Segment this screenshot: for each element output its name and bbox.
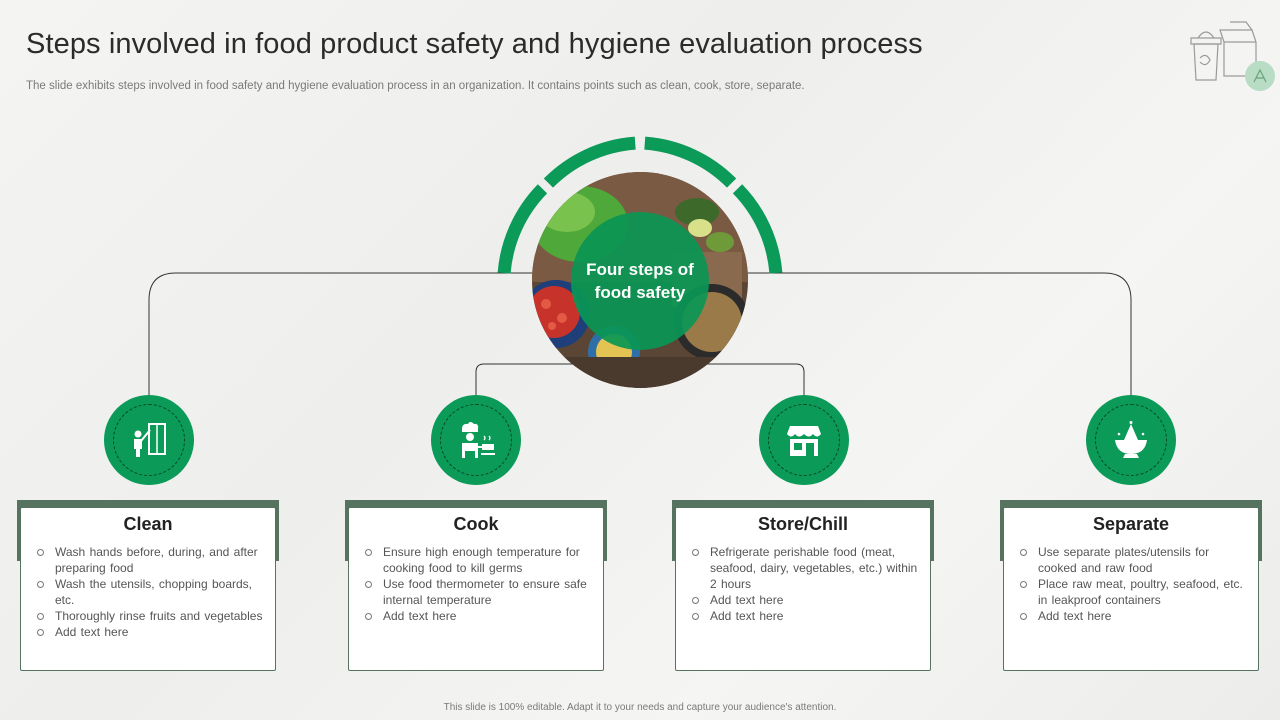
step-title: Cook: [453, 514, 499, 534]
page-subtitle: The slide exhibits steps involved in foo…: [26, 80, 805, 92]
cleaning-person-icon: [134, 423, 166, 457]
step-points: Use separate plates/utensils for cooked …: [1004, 544, 1258, 624]
step-icon-clean: [104, 395, 194, 485]
step-icon-separate: [1086, 395, 1176, 485]
step-icon-store: [759, 395, 849, 485]
step-card-cook: Cook Ensure high enough temperature for …: [348, 507, 604, 671]
food-containers-icon: [1190, 21, 1275, 91]
list-item: Thoroughly rinse fruits and vegetables: [35, 608, 265, 624]
list-item: Add text here: [1018, 608, 1248, 624]
step-points: Ensure high enough temperature for cooki…: [349, 544, 603, 624]
step-title: Clean: [123, 514, 173, 534]
list-item: Add text here: [35, 624, 265, 640]
list-item: Use food thermometer to ensure safe inte…: [363, 576, 593, 608]
list-item: Place raw meat, poultry, seafood, etc. i…: [1018, 576, 1248, 608]
juicer-bowl-icon: [1115, 421, 1147, 458]
step-card-store: Store/Chill Refrigerate perishable food …: [675, 507, 931, 671]
footer-note: This slide is 100% editable. Adapt it to…: [443, 702, 837, 713]
step-card-separate: Separate Use separate plates/utensils fo…: [1003, 507, 1259, 671]
page-title: Steps involved in food product safety an…: [26, 28, 923, 60]
step-title: Separate: [1092, 514, 1170, 534]
list-item: Add text here: [363, 608, 593, 624]
list-item: Refrigerate perishable food (meat, seafo…: [690, 544, 920, 592]
list-item: Add text here: [690, 608, 920, 624]
storefront-icon: [787, 426, 821, 456]
step-icon-cook: [431, 395, 521, 485]
chef-cooking-icon: [462, 422, 495, 458]
step-title: Store/Chill: [757, 514, 848, 534]
center-label: Four steps of food safety: [571, 212, 709, 350]
list-item: Wash the utensils, chopping boards, etc.: [35, 576, 265, 608]
list-item: Add text here: [690, 592, 920, 608]
step-points: Refrigerate perishable food (meat, seafo…: [676, 544, 930, 624]
list-item: Ensure high enough temperature for cooki…: [363, 544, 593, 576]
step-card-clean: Clean Wash hands before, during, and aft…: [20, 507, 276, 671]
list-item: Wash hands before, during, and after pre…: [35, 544, 265, 576]
step-points: Wash hands before, during, and after pre…: [21, 544, 275, 640]
list-item: Use separate plates/utensils for cooked …: [1018, 544, 1248, 576]
